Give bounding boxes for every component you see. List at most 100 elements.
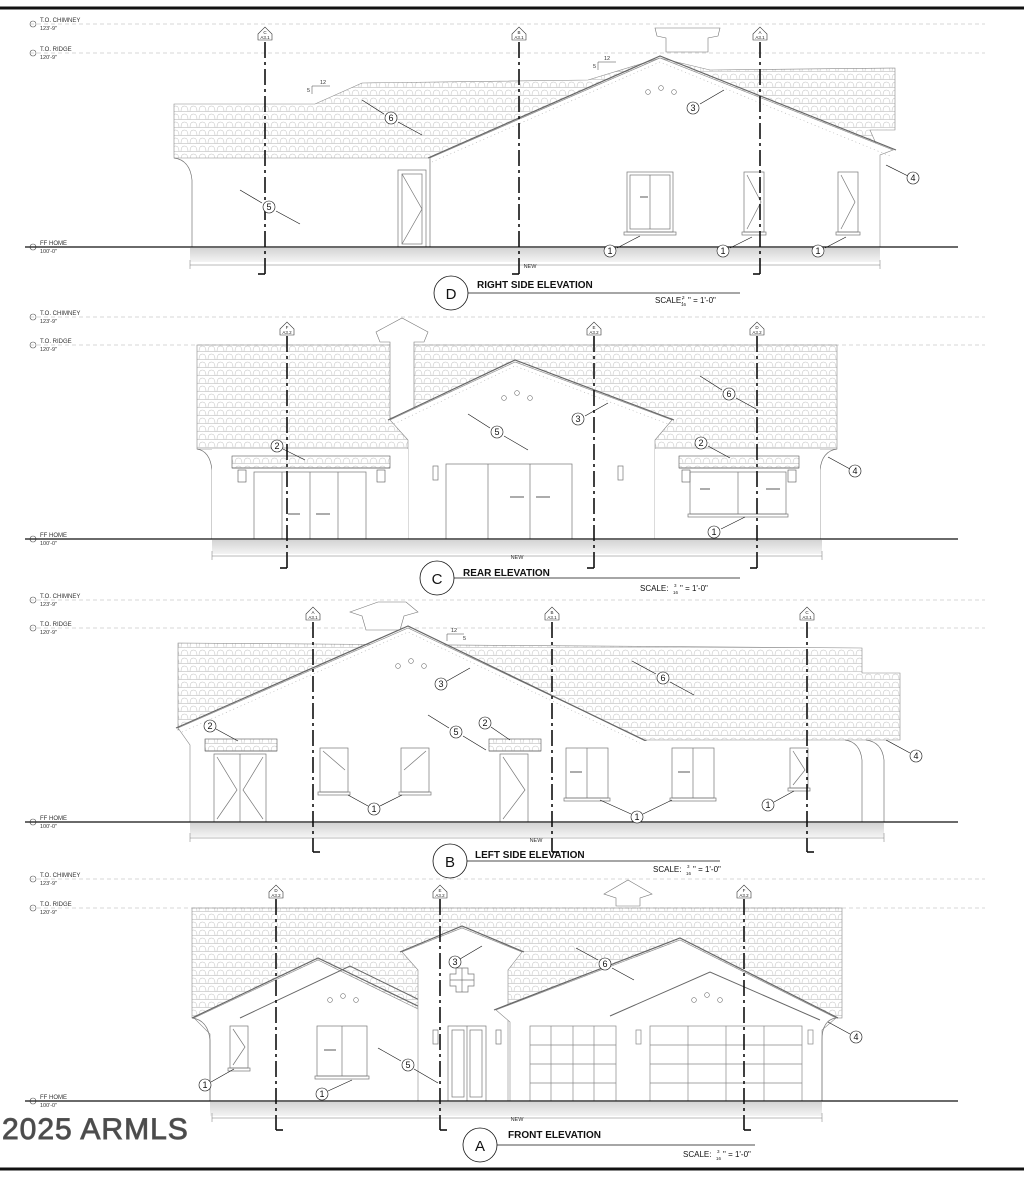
grid-sheet: A3.2 — [282, 330, 292, 335]
scale-num: 3 — [674, 583, 677, 588]
roof-pitch: 12 5 — [446, 628, 466, 642]
svg-text:1: 1 — [765, 800, 770, 810]
pitch-run: 12 — [451, 628, 457, 634]
grid-line-a: A A3.1 — [305, 606, 321, 853]
svg-text:1: 1 — [319, 1089, 324, 1099]
keynote-labels: 1 2 2 3 4 5 6 — [274, 389, 857, 537]
grid-line-d: D A3.2 — [749, 321, 765, 569]
level-lines — [30, 23, 985, 54]
level-ff-name: FF HOME — [40, 1095, 67, 1101]
level-ff-home: FF HOME 100'-0" — [29, 241, 67, 255]
elevation-title-b: B LEFT SIDE ELEVATION SCALE: 3 16 " = 1'… — [432, 843, 721, 879]
scale-suffix: " = 1'-0" — [723, 1150, 751, 1159]
ground-shade — [212, 540, 822, 554]
svg-text:1: 1 — [371, 804, 376, 814]
svg-text:3: 3 — [438, 679, 443, 689]
scale-suffix: " = 1'-0" — [688, 296, 716, 305]
garage-door-2 — [635, 1025, 814, 1102]
grid-sheet: A3.1 — [547, 615, 557, 620]
width-label: NEW — [511, 1117, 525, 1123]
keynote-labels: 1 1 3 4 5 6 — [202, 957, 858, 1099]
level-chimney-name: T.O. CHIMNEY — [40, 594, 80, 600]
elevation-d-right-side: T.O. CHIMNEY 123'-9" T.O. RIDGE 120'-9" … — [25, 18, 985, 311]
grid-sheet: A3.2 — [271, 893, 281, 898]
level-ridge-name: T.O. RIDGE — [40, 47, 72, 53]
level-ff-value: 100'-0" — [40, 824, 57, 830]
elevation-title: LEFT SIDE ELEVATION — [475, 850, 585, 861]
svg-text:3: 3 — [452, 957, 457, 967]
level-ff-value: 100'-0" — [40, 541, 57, 547]
roof-pitch-2: 12 5 — [593, 56, 616, 70]
level-ridge-name: T.O. RIDGE — [40, 622, 72, 628]
gable-vents — [501, 390, 533, 401]
level-ff-name: FF HOME — [40, 241, 67, 247]
keynotes — [203, 660, 923, 824]
width-dimension: NEW — [211, 1113, 823, 1123]
scale-den: 16 — [673, 590, 679, 595]
pergola-left — [231, 455, 391, 483]
gable-vents — [327, 993, 359, 1003]
elevation-title: REAR ELEVATION — [463, 568, 550, 579]
level-chimney: T.O. CHIMNEY 123'-9" — [29, 18, 80, 32]
level-ridge: T.O. RIDGE 120'-9" — [29, 622, 72, 636]
svg-text:5: 5 — [494, 427, 499, 437]
scale-den: 16 — [716, 1156, 722, 1161]
svg-text:1: 1 — [711, 527, 716, 537]
ground-shade — [190, 823, 884, 837]
level-ff-value: 100'-0" — [40, 249, 57, 255]
level-ridge: T.O. RIDGE 120'-9" — [29, 339, 72, 353]
grid-sheet: A3.1 — [260, 35, 270, 40]
grid-sheet: A3.2 — [739, 893, 749, 898]
level-chimney-value: 123'-9" — [40, 319, 57, 325]
level-chimney-value: 123'-9" — [40, 881, 57, 887]
decorative-window — [449, 967, 475, 993]
svg-text:6: 6 — [660, 673, 665, 683]
grid-letter: A — [311, 610, 314, 615]
grid-letter: F — [743, 888, 746, 893]
svg-text:5: 5 — [266, 202, 271, 212]
window-slider — [623, 171, 677, 236]
level-chimney-value: 123'-9" — [40, 602, 57, 608]
level-chimney: T.O. CHIMNEY 123'-9" — [29, 594, 80, 608]
level-ff-home: FF HOME 100'-0" — [29, 533, 67, 547]
elevation-c-rear: T.O. CHIMNEY 123'-9" T.O. RIDGE 120'-9" … — [25, 311, 985, 596]
scale-suffix: " = 1'-0" — [680, 584, 708, 593]
garage-door-1 — [529, 1025, 617, 1102]
window-a-2 — [314, 1025, 370, 1080]
grid-letter: C — [805, 610, 809, 615]
grid-sheet: A3.2 — [752, 330, 762, 335]
grid-letter: B — [550, 610, 553, 615]
svg-text:1: 1 — [815, 246, 820, 256]
grid-line-b: B A3.1 — [511, 26, 527, 275]
chimney — [654, 27, 721, 53]
ground-shade — [210, 1102, 822, 1116]
gable-entry — [401, 927, 523, 1102]
width-label: NEW — [530, 838, 544, 844]
svg-text:5: 5 — [453, 727, 458, 737]
grid-letter: E — [438, 888, 441, 893]
scale-prefix: SCALE: — [655, 296, 683, 305]
elevation-id: A — [475, 1138, 485, 1155]
pitch-rise: 5 — [463, 636, 466, 642]
level-chimney-name: T.O. CHIMNEY — [40, 873, 80, 879]
elevation-a-front: T.O. CHIMNEY 123'-9" T.O. RIDGE 120'-9" … — [25, 873, 985, 1163]
scale-prefix: SCALE: — [683, 1150, 711, 1159]
window-b-3 — [563, 747, 611, 802]
keynote-labels: 1 1 1 2 2 3 4 5 6 — [207, 673, 918, 822]
pitch-run: 12 — [320, 80, 326, 86]
grid-sheet: A3.1 — [308, 615, 318, 620]
svg-text:1: 1 — [202, 1080, 207, 1090]
svg-text:3: 3 — [690, 103, 695, 113]
svg-text:4: 4 — [852, 466, 857, 476]
pergola-left — [204, 738, 278, 752]
chimney — [603, 879, 653, 907]
keynote-labels: 1 1 1 3 4 5 6 — [266, 103, 915, 256]
grid-sheet: A3.2 — [589, 330, 599, 335]
elevation-id: D — [446, 286, 457, 303]
level-ridge-value: 120'-9" — [40, 630, 57, 636]
elevation-title-c: C REAR ELEVATION SCALE: 3 16 " = 1'-0" — [419, 560, 740, 596]
grid-line-d: D A3.2 — [268, 884, 284, 1131]
level-chimney: T.O. CHIMNEY 123'-9" — [29, 311, 80, 325]
keynotes — [270, 375, 862, 539]
